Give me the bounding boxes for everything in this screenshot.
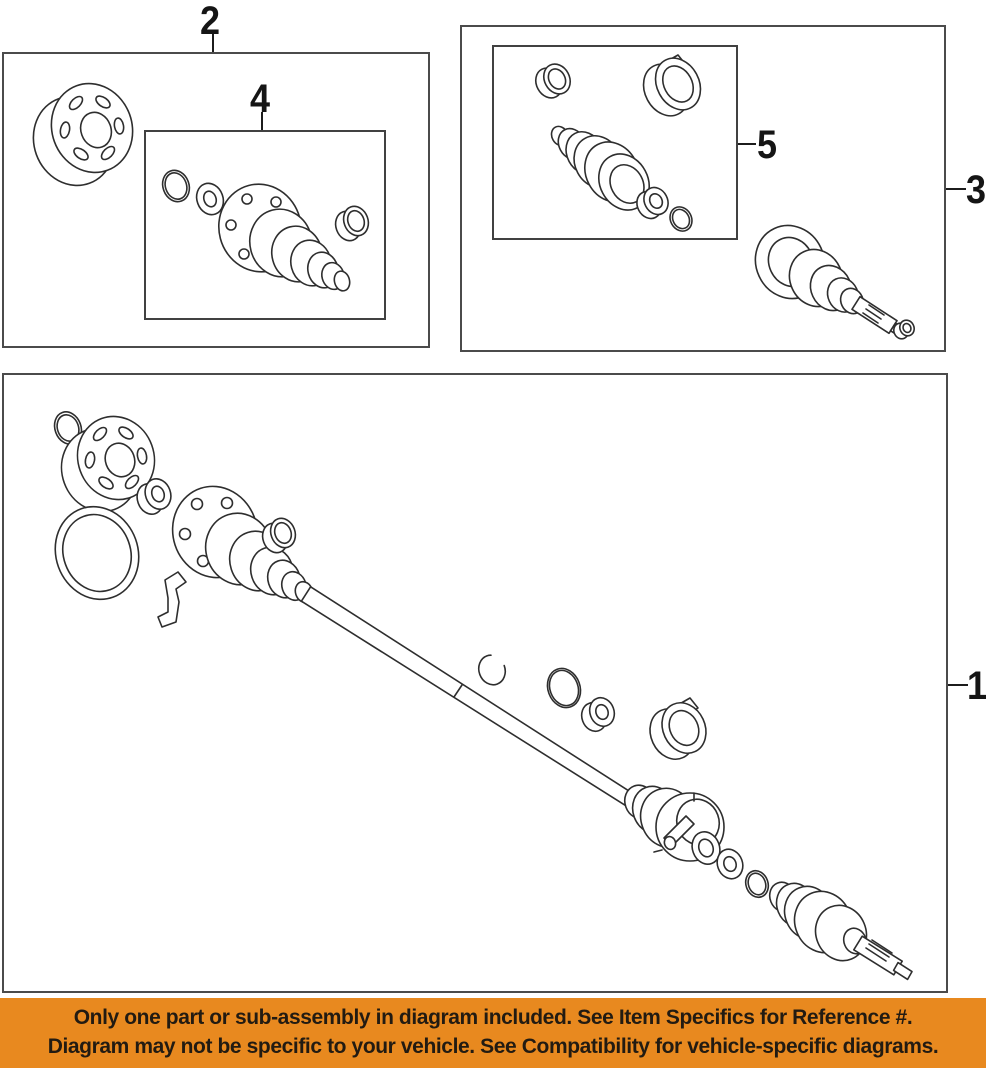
callout-4-leader bbox=[261, 112, 263, 130]
callout-4: 4 bbox=[250, 79, 270, 119]
callout-2-leader bbox=[212, 34, 214, 52]
disclaimer-banner: Only one part or sub-assembly in diagram… bbox=[0, 998, 986, 1068]
boot-clamp-small-icon bbox=[534, 63, 572, 99]
disclaimer-line-2: Diagram may not be specific to your vehi… bbox=[47, 1035, 939, 1058]
dust-shield-ring-icon bbox=[54, 505, 140, 601]
callout-3-leader bbox=[946, 188, 966, 190]
washer-icon bbox=[136, 478, 172, 515]
boot-washer-icon bbox=[636, 186, 669, 220]
callout-3: 3 bbox=[966, 170, 986, 210]
callout-5: 5 bbox=[757, 125, 777, 165]
washer-icon bbox=[691, 831, 721, 865]
retaining-ring-icon bbox=[334, 205, 370, 242]
cv-boot-icon bbox=[550, 125, 650, 211]
drive-flange-icon bbox=[32, 82, 134, 187]
callout-2-number: 2 bbox=[200, 0, 221, 43]
box-cv-boot-kit bbox=[492, 45, 738, 240]
snap-ring-icon bbox=[161, 169, 191, 203]
box-drive-flange-group bbox=[2, 52, 430, 348]
boot-clamp-icon bbox=[261, 517, 297, 554]
end-cap-icon bbox=[893, 319, 915, 340]
thrust-washer-icon bbox=[580, 696, 616, 733]
boot-clamp-large-icon bbox=[642, 54, 702, 117]
drive-flange-icon bbox=[60, 415, 156, 513]
retaining-clip-icon bbox=[157, 571, 187, 628]
disclaimer-line-1: Only one part or sub-assembly in diagram… bbox=[73, 1006, 913, 1029]
callout-1: 1 bbox=[967, 666, 986, 706]
o-ring-icon bbox=[546, 667, 582, 709]
snap-ring-icon bbox=[744, 869, 770, 899]
box-outer-cv-joint-group bbox=[460, 25, 946, 352]
axle-shaft-icon bbox=[300, 585, 635, 807]
inner-joint-housing-icon bbox=[623, 784, 725, 862]
inner-cv-joint-icon bbox=[217, 183, 351, 292]
callout-2: 2 bbox=[200, 1, 220, 41]
callout-3-number: 3 bbox=[966, 168, 986, 212]
callout-5-number: 5 bbox=[757, 123, 778, 167]
callout-1-leader bbox=[948, 684, 968, 686]
boot-clamp-large-icon bbox=[649, 697, 707, 760]
outer-cv-joint-icon bbox=[768, 881, 913, 981]
circlip-icon bbox=[477, 654, 507, 686]
callout-1-number: 1 bbox=[967, 664, 986, 708]
snap-ring-icon bbox=[669, 206, 693, 232]
callout-5-leader bbox=[738, 143, 756, 145]
callout-4-number: 4 bbox=[250, 77, 271, 121]
grommet-seal-icon bbox=[195, 182, 225, 216]
box-axle-assembly bbox=[2, 373, 948, 993]
outer-cv-joint-icon bbox=[754, 224, 908, 339]
box-inner-cv-joint-kit bbox=[144, 130, 386, 320]
grommet-icon bbox=[716, 848, 744, 880]
